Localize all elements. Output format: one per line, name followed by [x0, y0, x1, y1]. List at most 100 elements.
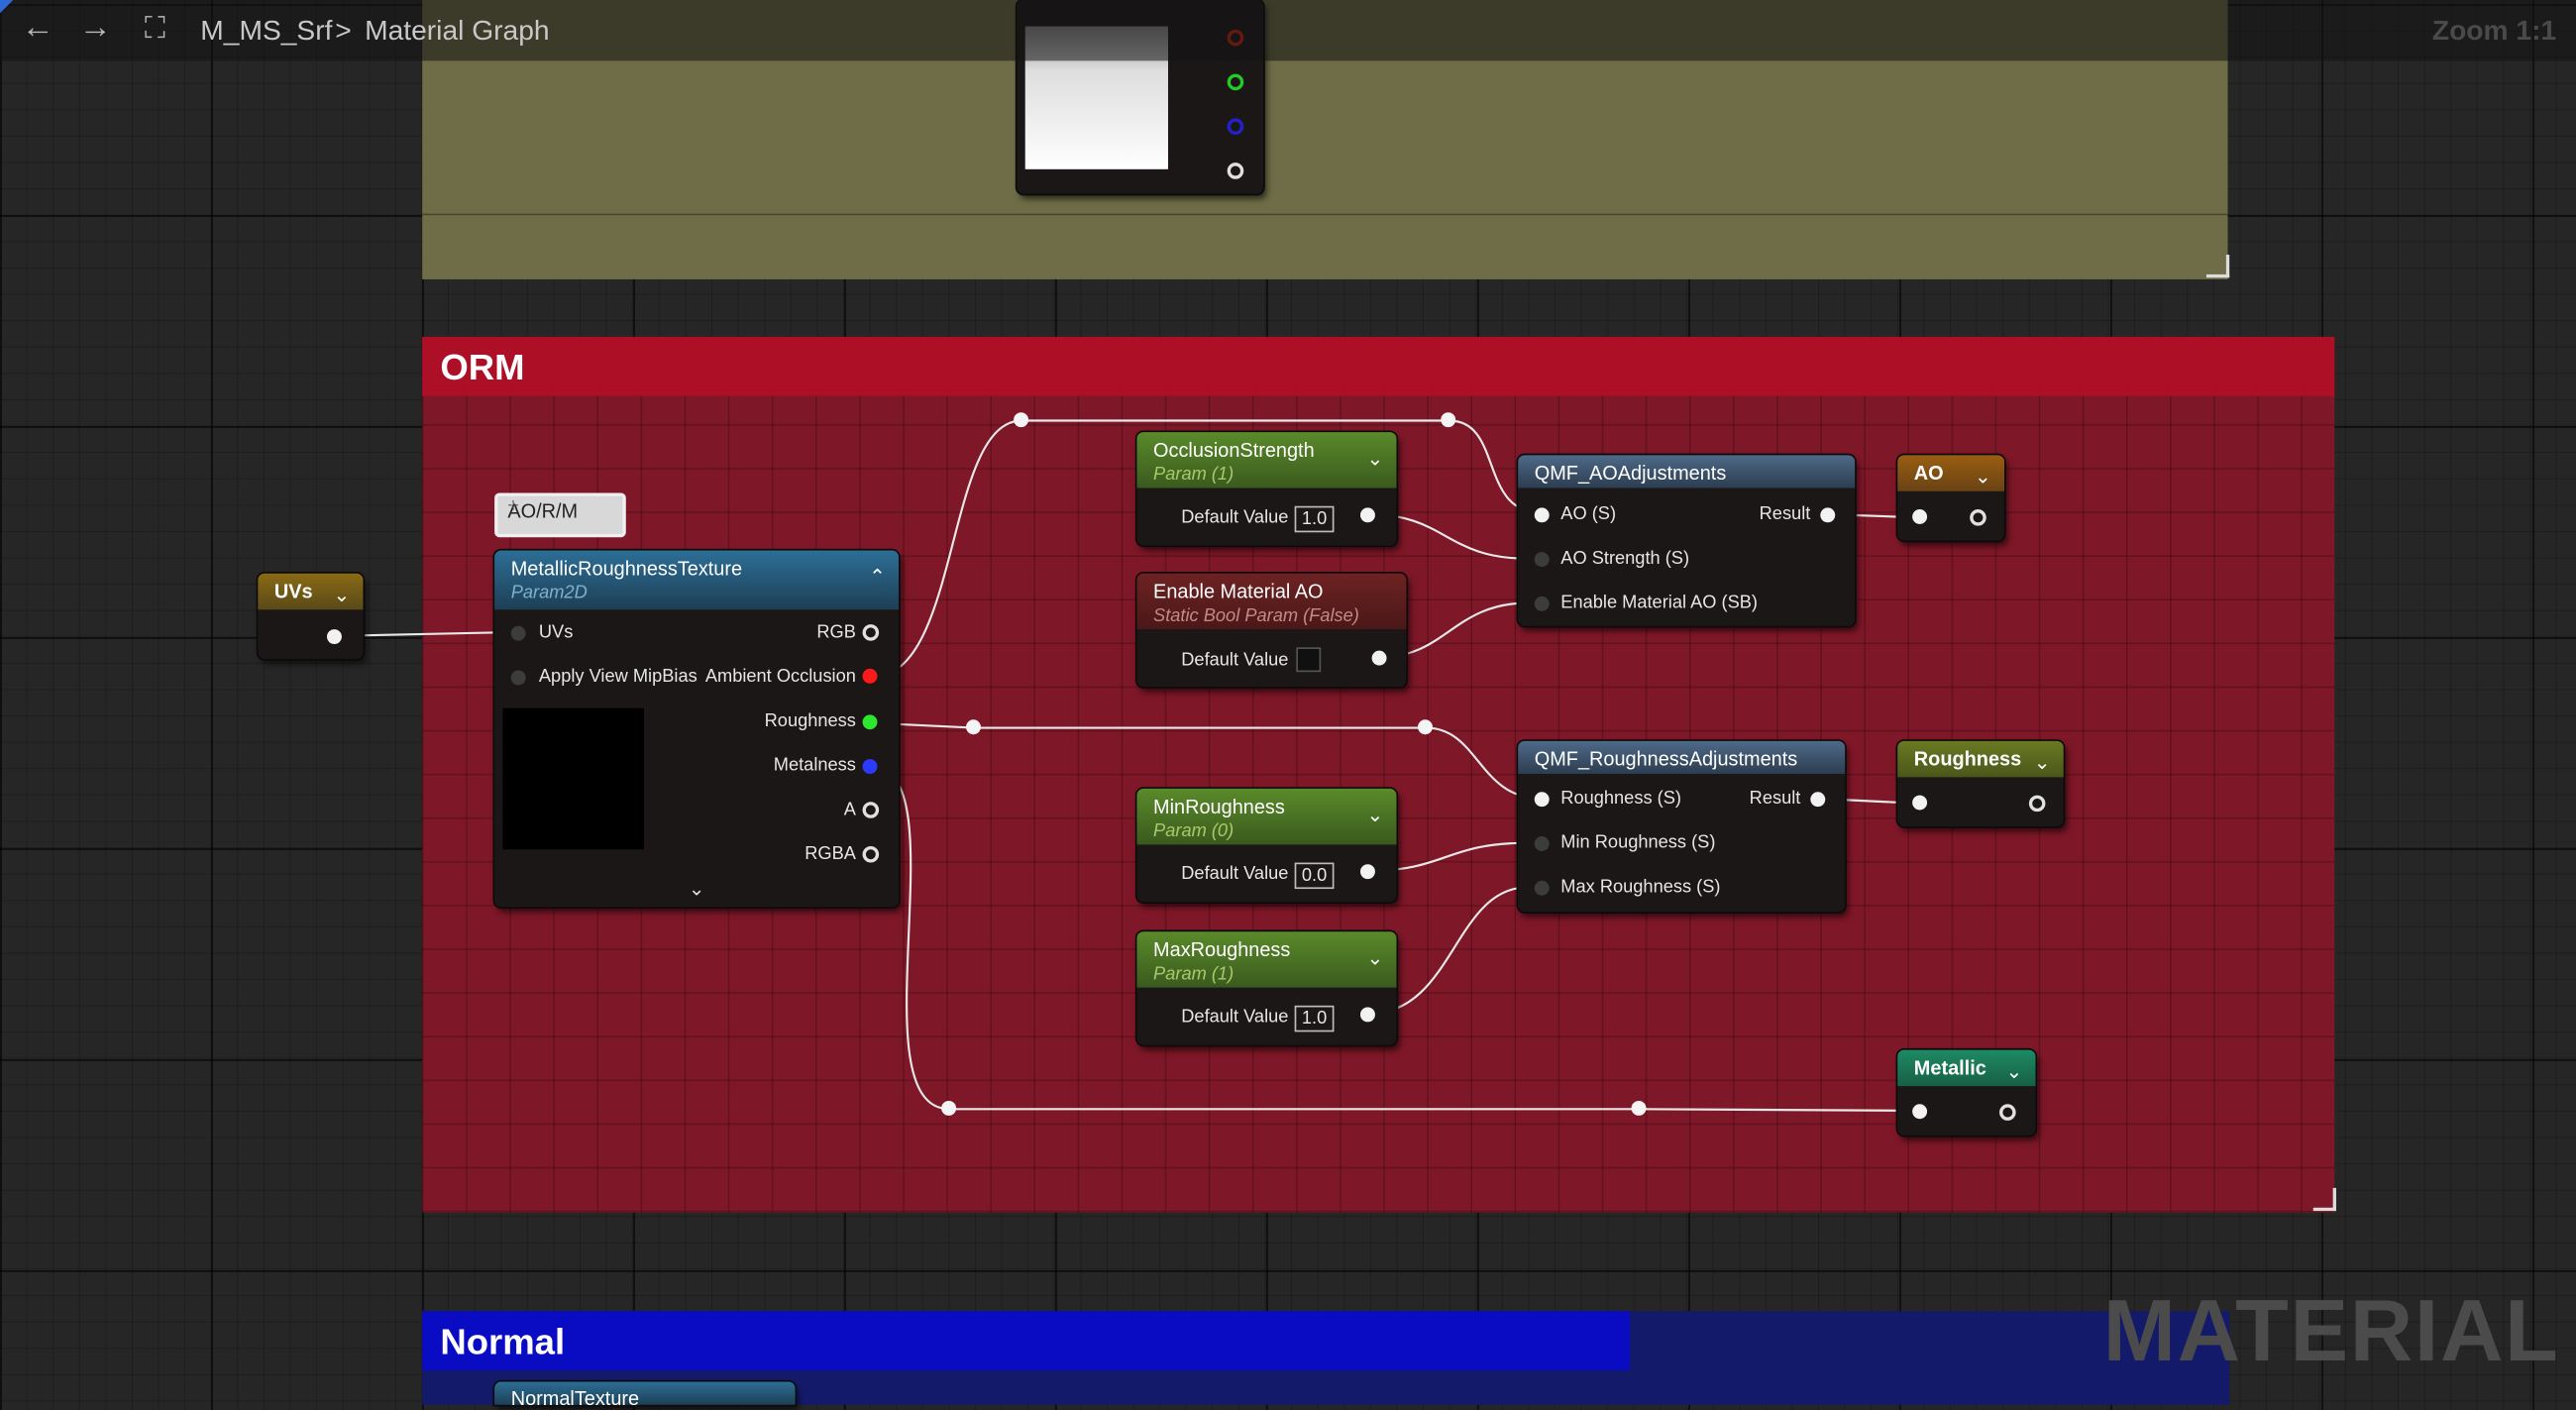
- roughness-adjustments-node[interactable]: QMF_RoughnessAdjustments Roughness (S) M…: [1518, 740, 1846, 913]
- node-comment-bubble[interactable]: AO/R/M ⊹: [494, 492, 626, 538]
- chevron-down-icon[interactable]: ⌄: [2033, 750, 2051, 775]
- chevron-down-icon[interactable]: ⌄: [1366, 946, 1384, 970]
- enable-ao-input-pin[interactable]: [1534, 596, 1550, 611]
- reroute-node[interactable]: [1631, 1100, 1647, 1116]
- alpha-output-pin[interactable]: [862, 802, 880, 818]
- resize-handle[interactable]: [2312, 1187, 2336, 1212]
- output-label: RGB: [816, 622, 856, 643]
- node-title: NormalTexture: [510, 1386, 640, 1410]
- node-header: [1136, 931, 1397, 988]
- rgb-output-pin[interactable]: [862, 624, 880, 641]
- node-title: MetallicRoughnessTexture: [510, 557, 743, 581]
- pin-icon[interactable]: ⊹: [507, 497, 519, 513]
- reroute-node[interactable]: [941, 1100, 957, 1116]
- output-pin[interactable]: [1359, 864, 1375, 880]
- roughness-output-node[interactable]: Roughness ⌄: [1897, 740, 2064, 827]
- node-header: [1897, 740, 2064, 778]
- reroute-node[interactable]: [1014, 412, 1029, 428]
- node-header: [1897, 455, 2005, 491]
- zoom-level: Zoom 1:1: [2431, 14, 2557, 47]
- default-value-input[interactable]: 1.0: [1294, 1005, 1335, 1032]
- chevron-up-icon[interactable]: ⌃: [869, 565, 886, 589]
- default-value-label: Default Value: [1181, 507, 1289, 528]
- roughness-output-pin[interactable]: [862, 714, 878, 730]
- result-output-pin[interactable]: [1810, 792, 1826, 808]
- ao-strength-input-pin[interactable]: [1534, 552, 1550, 568]
- node-title: QMF_RoughnessAdjustments: [1534, 747, 1798, 771]
- graph-hierarchy-icon[interactable]: ⛶: [144, 11, 165, 45]
- occlusion-strength-node[interactable]: OcclusionStrength Param (1) ⌄ Default Va…: [1136, 432, 1397, 546]
- chevron-down-icon[interactable]: ⌄: [2005, 1059, 2023, 1083]
- max-roughness-node[interactable]: MaxRoughness Param (1) ⌄ Default Value 1…: [1136, 931, 1397, 1045]
- breadcrumb-asset[interactable]: M_MS_Srf: [200, 14, 333, 47]
- output-pin[interactable]: [326, 629, 342, 645]
- output-pin[interactable]: [1999, 1104, 2016, 1121]
- reroute-node[interactable]: [1418, 719, 1433, 735]
- breadcrumb-graph[interactable]: Material Graph: [365, 14, 550, 47]
- corner-marker: [0, 0, 14, 14]
- input-label: Max Roughness (S): [1560, 877, 1721, 898]
- reroute-node[interactable]: [966, 719, 981, 735]
- ao-output-node[interactable]: AO ⌄: [1897, 455, 2005, 541]
- output-label: A: [843, 800, 856, 820]
- output-pin[interactable]: [1970, 509, 1986, 526]
- default-value-input[interactable]: 1.0: [1294, 505, 1335, 533]
- node-title: AO: [1913, 461, 1944, 486]
- comment-title: ORM: [440, 346, 525, 388]
- chevron-down-icon[interactable]: ⌄: [333, 583, 351, 606]
- default-value-input[interactable]: 0.0: [1294, 862, 1335, 890]
- node-header: [1136, 573, 1407, 630]
- output-pin[interactable]: [2028, 795, 2046, 813]
- chevron-down-icon[interactable]: ⌄: [688, 877, 705, 901]
- resize-handle[interactable]: [2205, 255, 2230, 278]
- chevron-down-icon[interactable]: ⌄: [1366, 447, 1384, 471]
- alpha-output-pin[interactable]: [1227, 163, 1244, 179]
- node-title: OcclusionStrength: [1153, 438, 1315, 462]
- ambient-occlusion-output-pin[interactable]: [862, 668, 878, 684]
- rgba-output-pin[interactable]: [862, 845, 880, 863]
- chevron-down-icon[interactable]: ⌄: [1975, 465, 1991, 488]
- metallic-roughness-texture-node[interactable]: MetallicRoughnessTexture Param2D ⌃ UVs A…: [494, 550, 900, 908]
- output-pin[interactable]: [1359, 507, 1375, 523]
- node-header: [1518, 455, 1856, 488]
- node-title: MinRoughness: [1153, 795, 1285, 818]
- default-value-label: Default Value: [1181, 1007, 1289, 1028]
- result-output-pin[interactable]: [1820, 507, 1836, 523]
- default-value-checkbox[interactable]: [1296, 647, 1322, 673]
- normal-texture-node[interactable]: NormalTexture: [494, 1381, 796, 1410]
- uvs-node[interactable]: UVs ⌄: [258, 573, 364, 659]
- input-label: Apply View MipBias: [538, 667, 698, 688]
- roughness-input-pin[interactable]: [1534, 792, 1550, 808]
- texture-preview: [502, 707, 645, 850]
- blue-output-pin[interactable]: [1227, 118, 1244, 135]
- enable-material-ao-node[interactable]: Enable Material AO Static Bool Param (Fa…: [1136, 573, 1407, 688]
- min-roughness-input-pin[interactable]: [1534, 836, 1550, 851]
- chevron-down-icon[interactable]: ⌄: [1366, 803, 1384, 827]
- comment-title: Normal: [440, 1321, 566, 1362]
- graph-watermark: MATERIAL: [2102, 1283, 2560, 1380]
- ao-input-pin[interactable]: [1534, 507, 1550, 523]
- input-pin[interactable]: [1912, 795, 1928, 811]
- input-label: AO Strength (S): [1560, 548, 1690, 569]
- comment-header[interactable]: Normal: [422, 1311, 1630, 1370]
- node-header: [1897, 1049, 2036, 1087]
- input-pin[interactable]: [1912, 1104, 1928, 1120]
- arrow-right-icon[interactable]: →: [78, 9, 112, 47]
- metalness-output-pin[interactable]: [862, 759, 878, 775]
- green-output-pin[interactable]: [1227, 73, 1244, 91]
- metallic-output-node[interactable]: Metallic ⌄: [1897, 1049, 2036, 1136]
- min-roughness-node[interactable]: MinRoughness Param (0) ⌄ Default Value 0…: [1136, 788, 1397, 903]
- max-roughness-input-pin[interactable]: [1534, 880, 1550, 896]
- uvs-input-pin[interactable]: [510, 625, 526, 641]
- comment-header[interactable]: ORM: [422, 336, 2335, 396]
- reroute-node[interactable]: [1441, 412, 1456, 428]
- input-pin[interactable]: [1912, 509, 1928, 524]
- output-pin[interactable]: [1371, 650, 1387, 666]
- arrow-left-icon[interactable]: ←: [21, 9, 54, 47]
- node-header: [258, 573, 364, 610]
- output-label: Roughness: [764, 711, 856, 731]
- output-pin[interactable]: [1359, 1007, 1375, 1023]
- input-label: UVs: [538, 622, 574, 643]
- mipbias-input-pin[interactable]: [510, 670, 526, 686]
- ao-adjustments-node[interactable]: QMF_AOAdjustments AO (S) AO Strength (S)…: [1518, 455, 1856, 626]
